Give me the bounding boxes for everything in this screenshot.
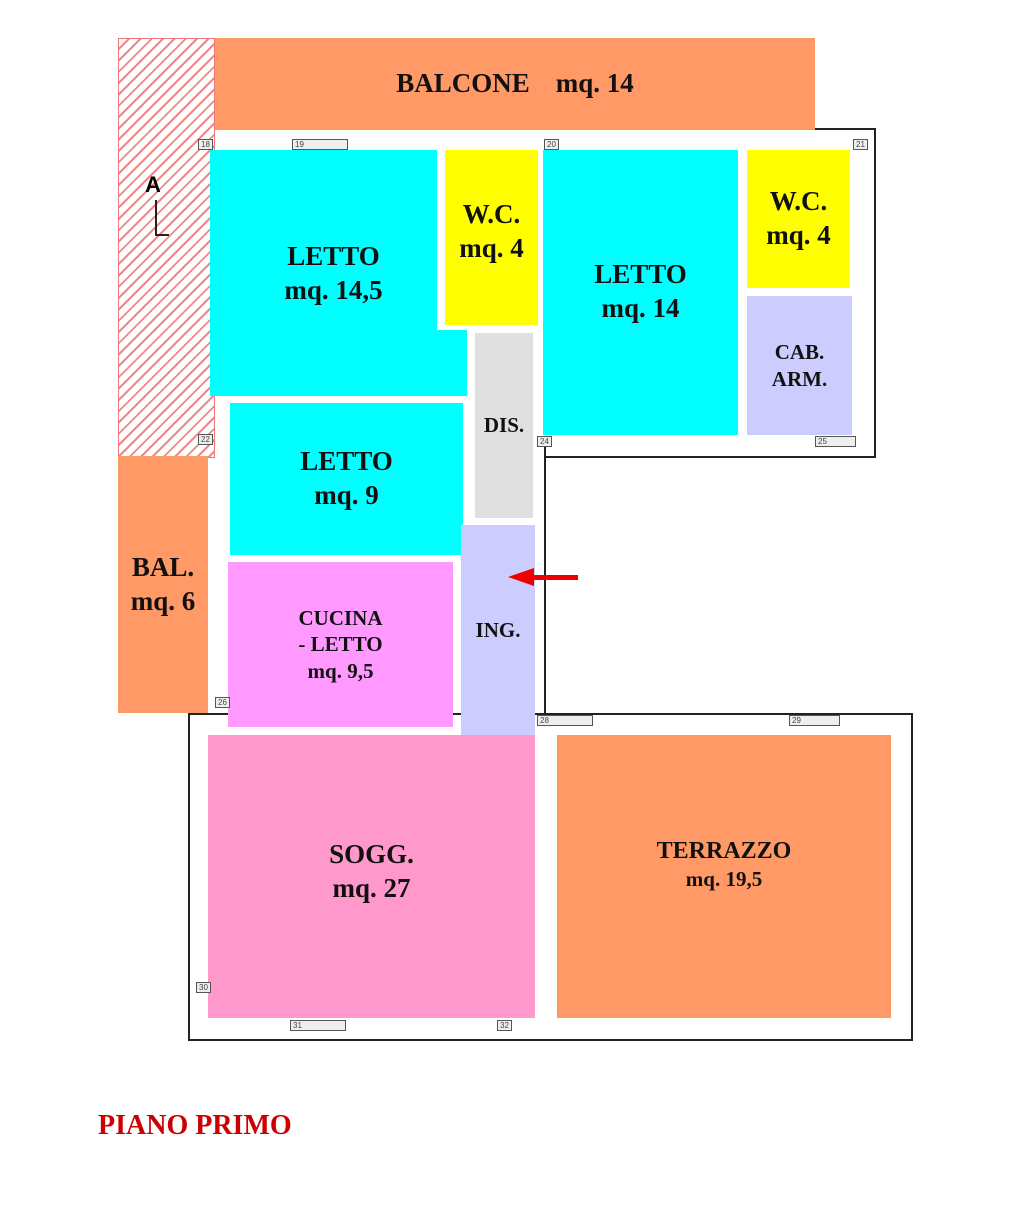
room-name: W.C. (769, 186, 828, 217)
section-marker: A (145, 172, 161, 197)
window-label: 18 (198, 139, 213, 150)
room-name: DIS. (483, 413, 525, 438)
window-label: 30 (196, 982, 211, 993)
room-name: TERRAZZO (656, 837, 792, 864)
window-label: 19 (292, 139, 348, 150)
window-label: 25 (815, 436, 856, 447)
entrance-arrow-icon (508, 568, 534, 586)
room-dis: DIS. (475, 333, 533, 518)
room-cabina-armadio: CAB.ARM. (747, 296, 852, 435)
room-area: mq. 27 (332, 872, 411, 903)
window-label: 26 (215, 697, 230, 708)
room-name: CUCINA (298, 606, 383, 631)
room-area: mq. 14 (601, 292, 680, 323)
room-name: CAB. (774, 340, 825, 365)
room-name: SOGG. (329, 838, 414, 869)
room-name: LETTO (300, 446, 393, 477)
room-name: W.C. (462, 199, 521, 229)
window-label: 21 (853, 139, 868, 150)
entrance-arrow-shaft (533, 575, 578, 580)
room-balcone: BALCONE mq. 14 (215, 38, 815, 130)
hatched-area (118, 38, 215, 458)
window-label: 31 (290, 1020, 346, 1031)
room-name-2: ARM. (771, 366, 828, 391)
room-area: mq. 14,5 (284, 274, 383, 305)
window-label: 32 (497, 1020, 512, 1031)
room-area: mq. 4 (766, 220, 831, 250)
window-label: 29 (789, 715, 840, 726)
room-name: LETTO (287, 241, 380, 271)
room-area: mq. 4 (459, 232, 524, 263)
floor-title: PIANO PRIMO (98, 1110, 292, 1141)
room-soggiorno: SOGG.mq. 27 (208, 735, 535, 1018)
room-name: ING. (475, 618, 521, 642)
room-name: LETTO (594, 259, 687, 289)
room-bal: BAL.mq. 6 (118, 456, 208, 713)
room-area: mq. 6 (130, 585, 196, 616)
window-label: 20 (544, 139, 559, 150)
room-wc-2: W.C.mq. 4 (747, 150, 850, 288)
window-label: 24 (537, 436, 552, 447)
room-name: BAL. (131, 551, 195, 582)
room-ingresso: ING. (461, 525, 535, 735)
room-area: mq. 9,5 (307, 658, 374, 683)
letto1-extension (437, 330, 467, 396)
room-area: mq. 14 (555, 68, 634, 99)
room-area: mq. 19,5 (685, 866, 763, 891)
section-marker-line (155, 200, 169, 236)
room-name: BALCONE (396, 68, 530, 99)
window-label: 22 (198, 434, 213, 445)
room-name-2: - LETTO (298, 632, 383, 657)
room-wc-1: W.C.mq. 4 (445, 150, 538, 325)
room-area: mq. 9 (314, 480, 379, 510)
window-label: 28 (537, 715, 593, 726)
